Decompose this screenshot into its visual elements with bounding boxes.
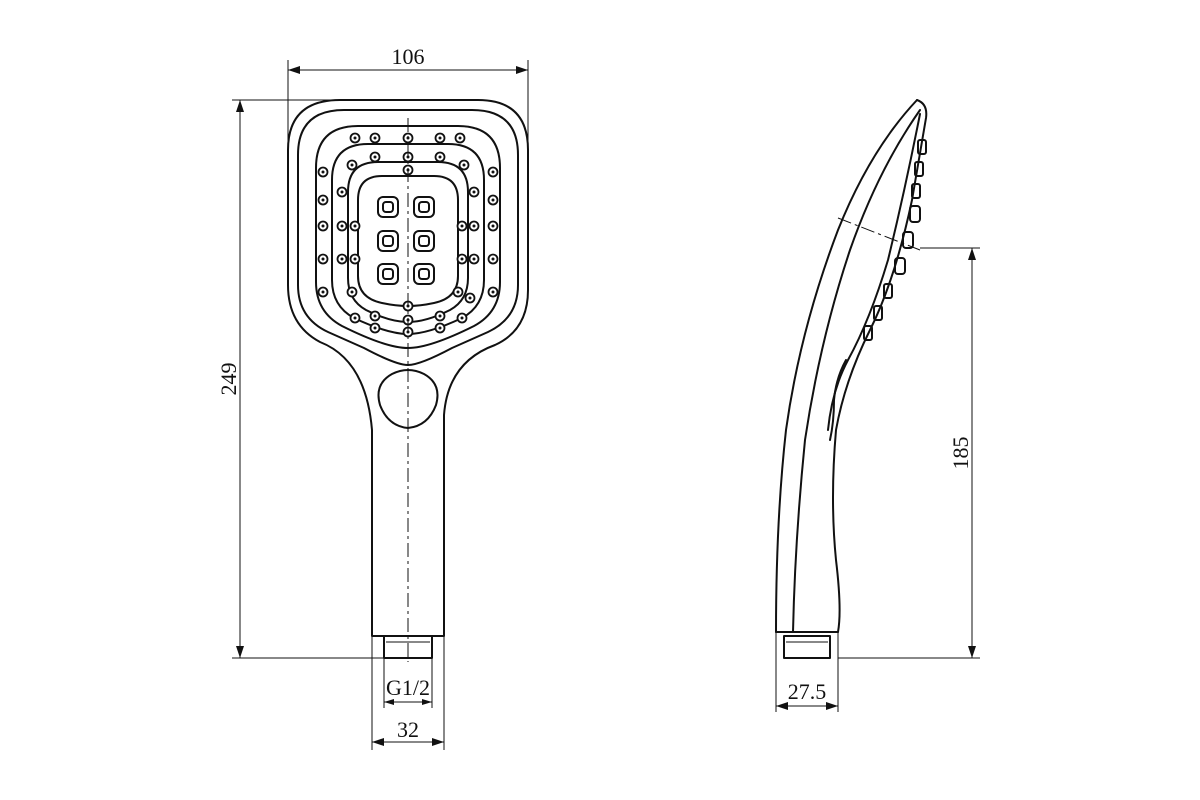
nozzle-dot (487, 286, 499, 298)
square-nozzle (377, 263, 399, 285)
side-nozzle (902, 231, 914, 249)
side-face-edge (832, 99, 928, 633)
dimension-label-head-width: 106 (392, 44, 425, 69)
dimension-head-width: 106 (287, 44, 529, 145)
side-section-line (837, 217, 921, 251)
nozzle-dot (456, 253, 468, 265)
mode-button (377, 369, 439, 429)
dimension-overall-length: 249 (216, 99, 384, 659)
nozzle-dot (317, 166, 329, 178)
side-nozzle (883, 283, 893, 299)
nozzle-dot (468, 220, 480, 232)
nozzle-dot (317, 253, 329, 265)
nozzle-dot (464, 292, 476, 304)
nozzle-dot (346, 286, 358, 298)
dimension-thread: G1/2 (383, 658, 433, 708)
nozzle-dot (434, 151, 446, 163)
side-face-inner (827, 113, 921, 431)
side-nozzle (911, 183, 921, 199)
front-view (287, 99, 529, 662)
nozzle-dot (369, 322, 381, 334)
nozzle-dot (336, 220, 348, 232)
nozzle-dot (452, 286, 464, 298)
nozzle-dot (458, 159, 470, 171)
nozzle-dot (349, 312, 361, 324)
nozzle-dot (349, 132, 361, 144)
nozzle-dot (349, 220, 361, 232)
nozzle-dot (468, 253, 480, 265)
dimension-label-side-height: 185 (948, 437, 973, 470)
nozzle-dot (317, 194, 329, 206)
side-button-bulge (829, 359, 847, 441)
nozzle-dot (487, 220, 499, 232)
square-nozzle (377, 230, 399, 252)
nozzle-dot (336, 253, 348, 265)
nozzle-dot (349, 253, 361, 265)
center-square-nozzles (377, 196, 435, 285)
nozzle-dot (487, 166, 499, 178)
nozzle-dot (369, 310, 381, 322)
side-nozzle (909, 205, 921, 223)
square-nozzle (413, 230, 435, 252)
square-nozzle (413, 196, 435, 218)
nozzle-dot (317, 286, 329, 298)
nozzle-dot (487, 194, 499, 206)
dimension-label-thread: G1/2 (386, 675, 430, 700)
square-nozzle (413, 263, 435, 285)
dimension-label-overall-length: 249 (216, 363, 241, 396)
square-nozzle (377, 196, 399, 218)
dimension-label-depth: 27.5 (788, 679, 827, 704)
dimension-label-connector-width: 32 (397, 717, 419, 742)
nozzle-dot (346, 159, 358, 171)
nozzle-dot (336, 186, 348, 198)
side-outline-back (775, 99, 918, 633)
front-head-inner-outline (297, 109, 519, 366)
nozzle-dot (456, 220, 468, 232)
dimension-side-height: 185 (838, 247, 980, 659)
nozzle-dot (456, 312, 468, 324)
dimension-connector-width: 32 (371, 636, 445, 750)
nozzle-dot (434, 322, 446, 334)
side-nozzle (863, 325, 873, 341)
dimension-depth: 27.5 (775, 632, 839, 712)
side-nozzle (914, 161, 924, 177)
nozzle-dot (369, 132, 381, 144)
side-nozzle (894, 257, 906, 275)
nozzle-dot (434, 132, 446, 144)
side-connector (783, 635, 831, 659)
side-view (775, 99, 928, 659)
side-nozzle-bumps (863, 139, 927, 341)
nozzle-dot (468, 186, 480, 198)
nozzle-dot (369, 151, 381, 163)
side-inner-back (792, 109, 921, 633)
nozzle-dot (317, 220, 329, 232)
side-nozzle (873, 305, 883, 321)
nozzle-dot (454, 132, 466, 144)
side-nozzle (917, 139, 927, 155)
nozzle-dot (487, 253, 499, 265)
nozzle-dot (434, 310, 446, 322)
